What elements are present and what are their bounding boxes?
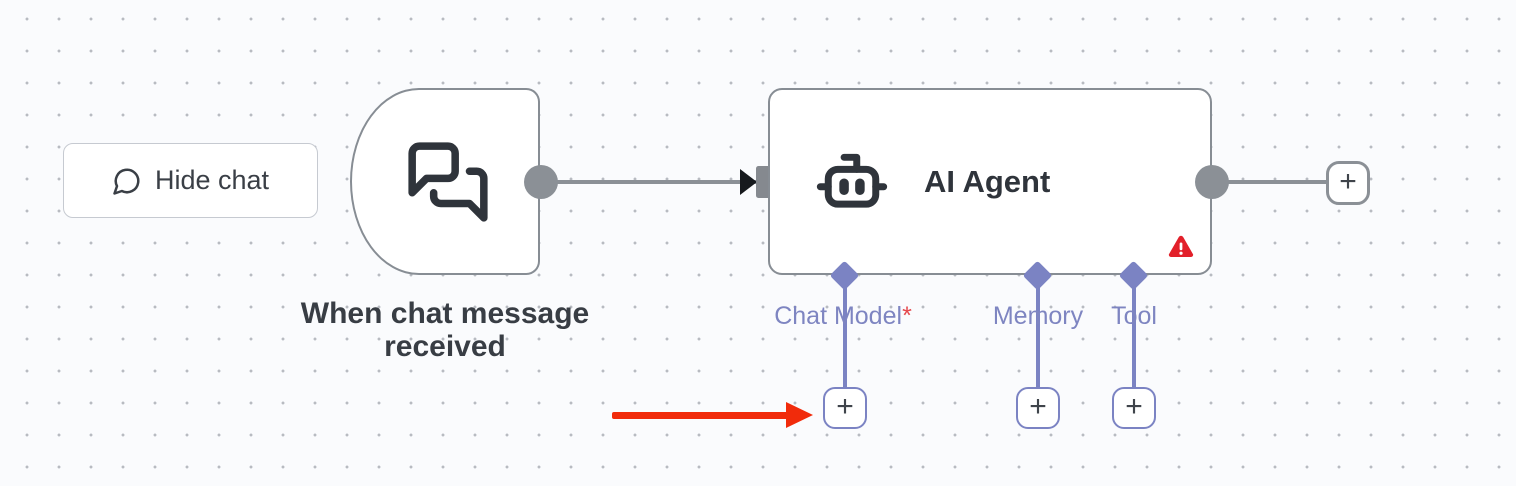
agent-output-port[interactable]	[1195, 165, 1229, 199]
ai-agent-node[interactable]: AI Agent	[768, 88, 1212, 275]
plus-icon: +	[1029, 389, 1047, 423]
plus-icon: +	[1339, 164, 1357, 198]
connection-trigger-to-agent[interactable]	[541, 180, 757, 184]
chat-model-label: Chat Model*	[774, 302, 912, 330]
add-memory-button[interactable]: +	[1016, 387, 1060, 429]
add-next-node-button[interactable]: +	[1326, 161, 1370, 205]
add-chat-model-button[interactable]: +	[823, 387, 867, 429]
memory-label: Memory	[992, 302, 1084, 330]
tool-label: Tool	[1111, 302, 1157, 330]
hide-chat-label: Hide chat	[154, 165, 270, 195]
plus-icon: +	[1125, 389, 1143, 423]
warning-triangle-icon	[1168, 235, 1194, 257]
add-tool-button[interactable]: +	[1112, 387, 1156, 429]
memory-connector-line	[1036, 287, 1040, 389]
tool-connector-line	[1132, 287, 1136, 389]
annotation-arrow-shaft	[612, 412, 788, 419]
chat-messages-icon	[408, 141, 488, 222]
chat-model-connector-line	[843, 287, 847, 389]
agent-node-title: AI Agent	[924, 163, 1051, 199]
annotation-arrow-head-icon	[786, 402, 813, 428]
trigger-output-port[interactable]	[524, 165, 558, 199]
chat-trigger-node[interactable]	[350, 88, 540, 275]
hide-chat-button[interactable]: Hide chat	[63, 143, 318, 218]
connection-arrowhead-icon	[740, 169, 757, 195]
plus-icon: +	[836, 389, 854, 423]
chat-bubble-icon	[113, 168, 140, 195]
robot-icon	[816, 153, 888, 208]
trigger-node-label: When chat message received	[300, 297, 590, 363]
connection-agent-to-next[interactable]	[1212, 180, 1326, 184]
required-asterisk: *	[902, 302, 912, 330]
